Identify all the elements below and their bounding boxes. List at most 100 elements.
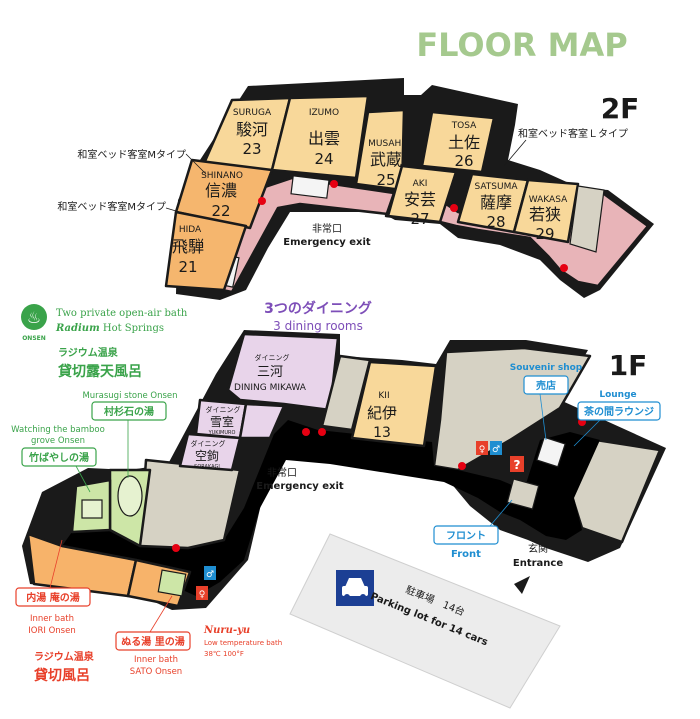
- bamboo-en2: grove Onsen: [31, 436, 85, 446]
- entrance-jp: 玄関: [528, 542, 548, 555]
- room-28-jp: 薩摩: [480, 193, 512, 212]
- emergency-exit-dot: [318, 428, 326, 436]
- dining-mikawa-en: DINING MIKAWA: [234, 383, 307, 393]
- callout-type-m-1: 和室ベッド客室Mタイプ: [77, 148, 186, 161]
- callout-line: [165, 207, 187, 215]
- entrance-arrow-icon: [514, 576, 530, 594]
- room-28-num: 28: [486, 213, 505, 231]
- room-26-en: TOSA: [451, 121, 477, 131]
- bamboo-tag: [21, 447, 97, 467]
- service-block-2f: [569, 185, 605, 253]
- dining-heading-jp: 3つのダイニング: [264, 300, 372, 317]
- private-bath-jp: 貸切風呂: [33, 667, 90, 684]
- callout-line: [503, 139, 527, 167]
- murasugi-jp: 村杉石の湯: [104, 405, 154, 418]
- bamboo-en1: Watching the bamboo: [11, 425, 105, 435]
- callout-line: [539, 393, 547, 441]
- lounge-tag: [577, 401, 661, 421]
- sato-jp: ぬる湯 里の湯: [121, 635, 184, 648]
- sato-tag: [115, 631, 191, 651]
- emergency-exit-dot: [450, 204, 458, 212]
- svg-text:♀: ♀: [479, 445, 486, 455]
- map-title: FLOOR MAP: [416, 26, 627, 64]
- room-29: [512, 178, 580, 244]
- emergency-exit-2f-jp: 非常口: [312, 222, 342, 235]
- room-21-en: HIDA: [179, 225, 202, 235]
- callout-line: [489, 499, 513, 527]
- nuru-temp: 38℃ 100°F: [204, 650, 244, 658]
- nuru-sub: Low temperature bath: [204, 639, 282, 647]
- room-29-en: WAKASA: [529, 195, 568, 205]
- room-24-jp: 出雲: [308, 129, 340, 148]
- room-22-jp: 信濃: [205, 181, 237, 200]
- room-29-num: 29: [535, 225, 554, 243]
- dining-yukimuro-small: ダイニング: [206, 405, 241, 414]
- onsen-icon: [21, 304, 47, 330]
- emergency-exit-dot: [302, 428, 310, 436]
- souvenir-en: Souvenir shop: [510, 363, 583, 373]
- dining-heading-en: 3 dining rooms: [273, 319, 363, 333]
- room-labels-2f: SURUGA 駿河 23 IZUMO 出雲 24 MUSAHI 武蔵 25 TO…: [172, 108, 568, 276]
- stairs-2f-mid: [290, 175, 330, 199]
- onsen-line1: Two private open-air bath: [56, 308, 188, 319]
- nuru-title: Nuru-yu: [203, 625, 250, 636]
- bath-tub-bamboo: [81, 499, 103, 519]
- emergency-exit-dot: [258, 197, 266, 205]
- onsen-icon-label: ONSEN: [22, 335, 46, 342]
- callout-line: [49, 539, 63, 589]
- room-24-en: IZUMO: [309, 108, 339, 118]
- room-22: [174, 158, 274, 230]
- kitchen-grey: [320, 354, 372, 432]
- room-25-num: 25: [376, 171, 395, 189]
- dining-mikawa-jp: 三河: [257, 365, 283, 380]
- room-13-num: 13: [373, 425, 391, 441]
- room-27: [386, 164, 458, 224]
- room-27-num: 27: [410, 210, 429, 228]
- callout-line: [75, 465, 91, 493]
- radium2-jp: ラジウム温泉: [34, 650, 95, 663]
- svg-text:♀: ♀: [199, 590, 206, 600]
- callout-line: [149, 595, 173, 633]
- restroom-icon: ♀ ♂: [476, 441, 502, 455]
- restroom-bath-icon: ♂ ♀: [196, 566, 216, 600]
- dining-sorakagi: [178, 432, 242, 472]
- hall-grey: [138, 458, 242, 550]
- room-25-jp: 武蔵: [370, 150, 402, 169]
- dining-mikawa: [226, 332, 340, 412]
- emergency-exit-1f-en: Emergency exit: [256, 481, 344, 492]
- room-23-jp: 駿河: [236, 120, 268, 139]
- svg-text:♂: ♂: [206, 570, 214, 580]
- onsen-radium: Radium: [55, 323, 100, 334]
- dining-yukimuro-en: YUKIMURO: [208, 430, 236, 436]
- room-21: [164, 210, 248, 292]
- emergency-exit-dot: [458, 462, 466, 470]
- callout-type-m-2: 和室ベッド客室Mタイプ: [57, 200, 166, 213]
- souvenir-jp: 売店: [536, 379, 556, 392]
- room-13-jp: 紀伊: [367, 404, 397, 422]
- room-26-jp: 土佐: [448, 133, 480, 152]
- corridor-1f: [62, 420, 600, 596]
- bamboo-jp: 竹ばやしの湯: [28, 451, 89, 464]
- sato-en1: Inner bath: [134, 655, 178, 665]
- iori-jp: 内湯 庵の湯: [26, 591, 79, 604]
- dining-sorakagi-small: ダイニング: [191, 439, 226, 448]
- onsen-legend: ♨ ONSEN Two private open-air bath Radium…: [11, 304, 282, 684]
- onsen-line2: Radium Hot Springs: [55, 323, 164, 334]
- room-21-jp: 飛騨: [172, 237, 204, 256]
- room-26-num: 26: [454, 152, 473, 170]
- facility-labels: Souvenir shop 売店 Lounge 茶の間ラウンジ フロント Fro…: [433, 363, 661, 594]
- info-icon: ?: [510, 456, 524, 472]
- iori-en1: Inner bath: [30, 614, 74, 624]
- room-22-en: SHINANO: [201, 171, 243, 181]
- svg-text:?: ?: [514, 458, 521, 472]
- room-21-num: 21: [178, 258, 197, 276]
- front-tag: [433, 525, 499, 545]
- callout-line: [185, 153, 207, 175]
- onsen-hot-springs: Hot Springs: [100, 323, 164, 334]
- emergency-exit-2f-en: Emergency exit: [283, 237, 371, 248]
- room-23-num: 23: [242, 140, 261, 158]
- sato-en2: SATO Onsen: [130, 667, 182, 677]
- emergency-exit-dot: [172, 544, 180, 552]
- room-25-en: MUSAHI: [368, 139, 404, 149]
- bath-tub-sato: [157, 569, 187, 597]
